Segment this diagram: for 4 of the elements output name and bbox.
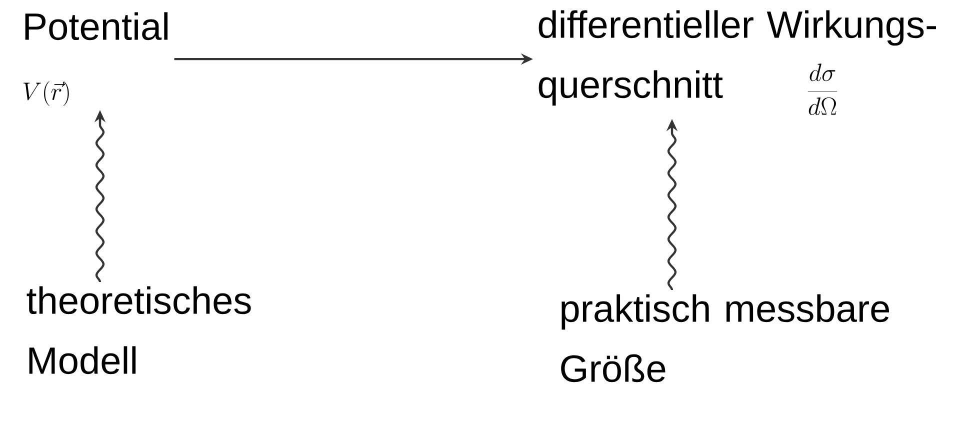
text-label: theoretisches Modell [26,286,251,374]
text-label: differentieller Wirkungs- querschnitt $\frac{d\sigma}{d\Omega}$ [538,10,936,116]
text-label: Potential $V(\vec{r})$ [24,12,168,106]
text-label: praktisch messbare Größe [561,294,890,382]
